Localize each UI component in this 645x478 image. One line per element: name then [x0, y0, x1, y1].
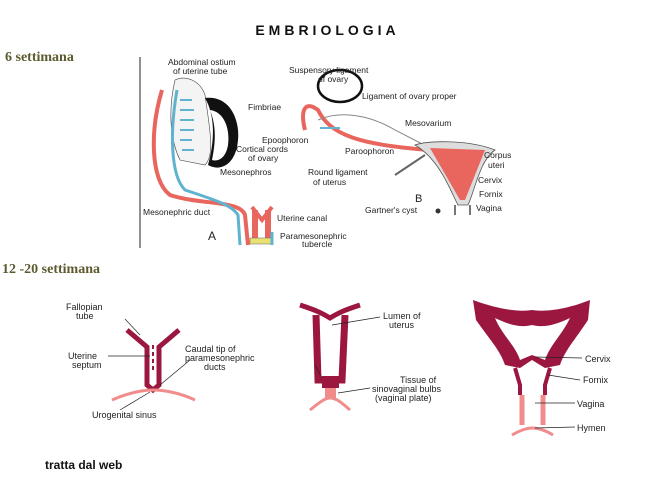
label-abdominal-ostium-2: of uterine tube [173, 66, 228, 76]
label-fallopian-tube-2: tube [76, 311, 94, 321]
page-title: EMBRIOLOGIA [255, 22, 400, 38]
panel-b-drawing [301, 68, 496, 215]
label-caudal-tip: Caudal tip of [185, 344, 236, 354]
label-fallopian-tube: Fallopian [66, 302, 103, 312]
bottom-figure: Fallopian tube Uterine septum Caudal tip… [66, 300, 611, 437]
label-fimbriae: Fimbriae [248, 102, 281, 112]
leader-lines [108, 316, 583, 429]
label-uterine-canal: Uterine canal [277, 213, 327, 223]
label-lumen-uterus: Lumen of [383, 311, 421, 321]
label-cervix-top: Cervix [478, 175, 503, 185]
label-round-ligament-2: of uterus [313, 177, 346, 187]
label-suspensory-ligament: Suspensory ligament [289, 65, 369, 75]
label-fornix-bottom: Fornix [583, 375, 609, 385]
top-figure: A B Abdominal ostium of uterine tube Sus… [139, 57, 511, 249]
label-caudal-tip-2: paramesonephric [185, 353, 255, 363]
label-ligament-ovary-proper: Ligament of ovary proper [362, 91, 457, 101]
label-round-ligament: Round ligament [308, 167, 368, 177]
label-fornix-top: Fornix [479, 189, 503, 199]
label-vagina-bottom: Vagina [577, 399, 604, 409]
label-suspensory-ligament-2: of ovary [318, 74, 349, 84]
label-hymen: Hymen [577, 423, 606, 433]
week-12-20-heading: 12 -20 settimana [2, 262, 100, 277]
panel-b-label: B [415, 193, 422, 205]
source-credit: tratta dal web [45, 458, 123, 472]
label-mesonephric-duct: Mesonephric duct [143, 207, 211, 217]
panel-a-label: A [208, 229, 216, 243]
label-cervix-bottom: Cervix [585, 354, 611, 364]
label-paramesonephric: Paramesonephric [280, 231, 347, 241]
label-cortical-cords: Cortical cords [236, 144, 288, 154]
stage-1-drawing [111, 328, 196, 402]
label-uterine-septum: Uterine [68, 351, 97, 361]
label-gartners-cyst: Gartner's cyst [365, 205, 418, 215]
label-corpus-uteri: Corpus [484, 150, 511, 160]
label-lumen-uterus-2: uterus [389, 320, 415, 330]
stage-3-drawing [473, 300, 590, 437]
panel-a-drawing [151, 77, 274, 246]
label-paramesonephric-2: tubercle [302, 239, 333, 249]
week-6-heading: 6 settimana [5, 50, 74, 65]
label-abdominal-ostium: Abdominal ostium [168, 57, 236, 67]
label-cortical-cords-2: of ovary [248, 153, 279, 163]
label-corpus-uteri-2: uteri [488, 160, 505, 170]
label-paroophoron: Paroophoron [345, 146, 394, 156]
label-mesonephros: Mesonephros [220, 167, 272, 177]
stage-2-drawing [299, 302, 361, 412]
top-labels: Abdominal ostium of uterine tube Suspens… [143, 57, 511, 249]
label-tissue-sinovaginal-2: sinovaginal bulbs [372, 384, 442, 394]
label-uterine-septum-2: septum [72, 360, 102, 370]
label-epoophoron: Epoophoron [262, 135, 309, 145]
bottom-labels: Fallopian tube Uterine septum Caudal tip… [66, 302, 611, 433]
label-tissue-sinovaginal: Tissue of [400, 375, 437, 385]
label-caudal-tip-3: ducts [204, 362, 226, 372]
label-urogenital-sinus: Urogenital sinus [92, 410, 157, 420]
label-vagina-top: Vagina [476, 203, 502, 213]
label-tissue-sinovaginal-3: (vaginal plate) [375, 393, 432, 403]
label-mesovarium: Mesovarium [405, 118, 451, 128]
